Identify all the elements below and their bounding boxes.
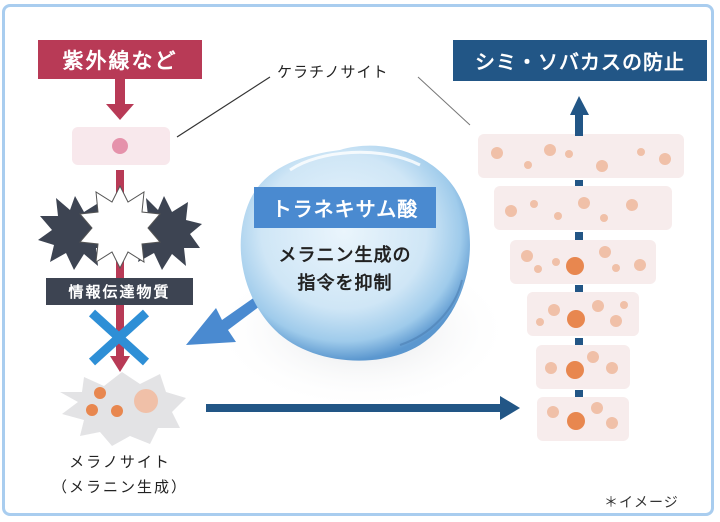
layer-2-spots <box>505 197 638 222</box>
skin-layer-1 <box>478 134 684 178</box>
ice-edge <box>399 279 463 346</box>
uv-arrow-head <box>106 104 134 120</box>
layer-6-spots <box>547 402 618 430</box>
melanin-dot <box>94 387 106 399</box>
prevention-arrow-head <box>570 96 589 115</box>
suppression-arrow <box>186 292 268 345</box>
melanocyte-cell <box>60 372 186 446</box>
melanin-dot-large <box>134 389 158 413</box>
layer-5-spots <box>545 351 618 379</box>
prevention-arrow-shaft <box>575 114 583 136</box>
suppression-line-2: 指令を抑制 <box>297 273 393 294</box>
keratinocyte-leader-left <box>176 76 271 138</box>
melanin-transfer-shaft <box>206 404 502 412</box>
suppression-description: メラニン生成の 指令を抑制 <box>240 242 450 298</box>
uv-arrow-shaft <box>115 79 125 107</box>
melanocyte-line-1: メラノサイト <box>69 453 171 471</box>
keratinocyte-leader-right <box>417 76 471 126</box>
uv-label: 紫外線など <box>38 40 202 79</box>
melanin-transfer-head <box>500 396 520 420</box>
image-note: ＊イメージ <box>604 495 679 511</box>
messenger-label: 情報伝達物質 <box>46 278 193 305</box>
suppression-line-1: メラニン生成の <box>278 245 412 266</box>
dashed-segment <box>575 180 583 186</box>
melanocyte-label: メラノサイト （メラニン生成） <box>40 450 200 500</box>
signal-arrow-head <box>110 356 130 372</box>
block-x-line-2 <box>88 309 150 366</box>
keratinocyte-label: ケラチノサイト <box>277 63 389 81</box>
keratinocyte-nucleus <box>112 138 128 154</box>
dashed-segment <box>575 285 583 292</box>
layer-1-spots <box>491 144 671 172</box>
melanocyte-line-2: （メラニン生成） <box>51 478 188 496</box>
starburst-center <box>79 184 161 270</box>
starburst-right <box>128 196 202 270</box>
melanin-dot <box>111 405 123 417</box>
tranexamic-acid-label: トラネキサム酸 <box>254 187 436 228</box>
ice-highlight <box>289 150 421 172</box>
layer-4-spots <box>536 300 628 328</box>
dashed-segment <box>575 232 583 240</box>
dashed-segment <box>575 390 583 397</box>
prevention-label: シミ・ソバカスの防止 <box>453 40 707 81</box>
layer-3-spots <box>521 246 646 275</box>
melanin-dot <box>86 404 98 416</box>
dashed-segment <box>575 338 583 345</box>
